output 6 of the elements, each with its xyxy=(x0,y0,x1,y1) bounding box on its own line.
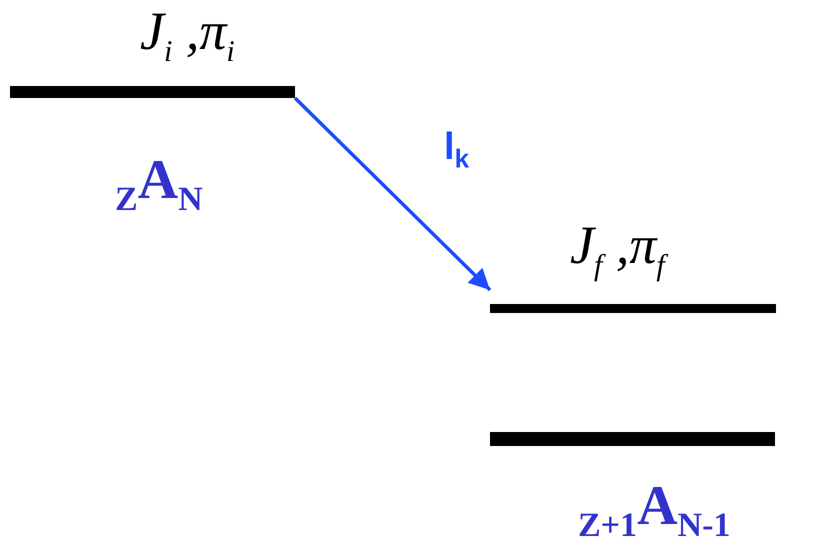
edge-label: l$_{k}$ xyxy=(444,128,470,172)
arrow xyxy=(294,96,492,292)
nucleus-label: $_{Z+1}$A$_{N-1}$ xyxy=(578,478,730,544)
energy-level-bar xyxy=(490,432,775,446)
nucleus-label: $_{Z}$A$_{N}$ xyxy=(115,152,203,218)
level-label: J$_{i}$ ,π$_{i}$ xyxy=(140,4,235,67)
